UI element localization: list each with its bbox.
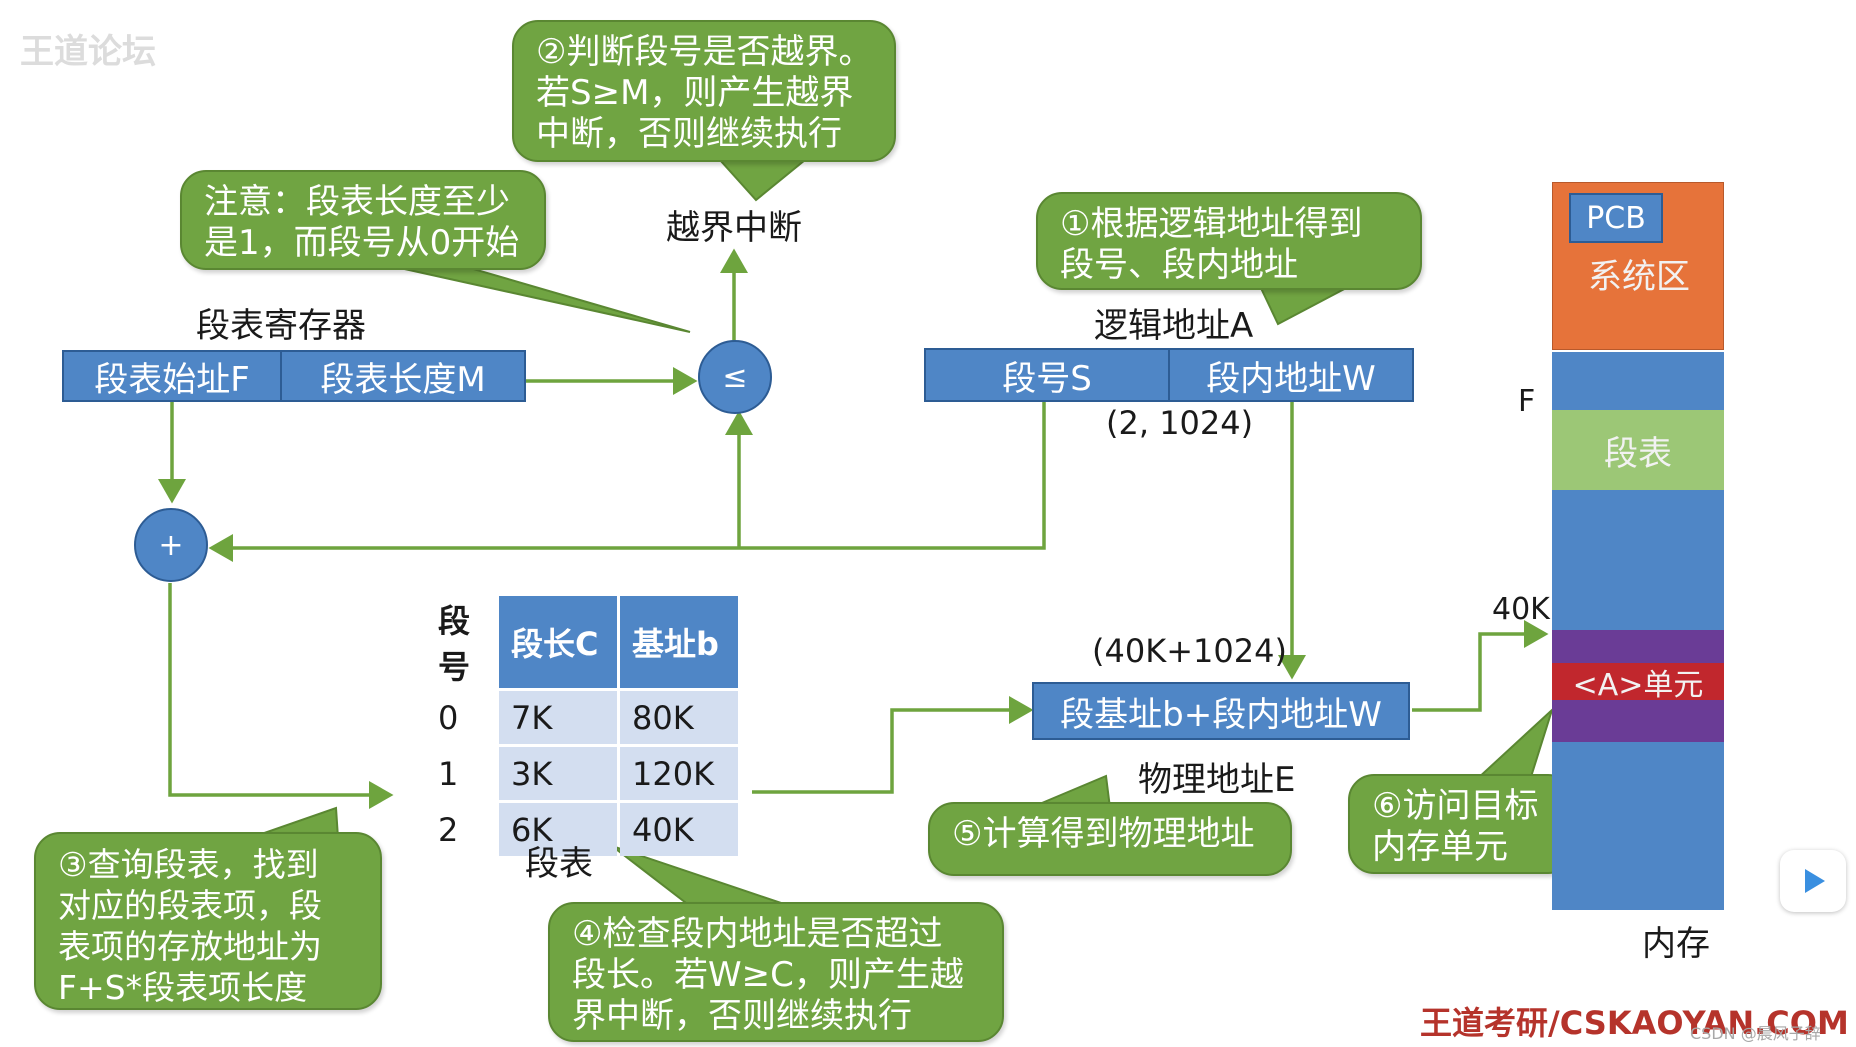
arrow-table-to-physical: [752, 696, 1034, 794]
adder-node: +: [134, 508, 208, 582]
physical-address-title: 物理地址E: [1138, 760, 1296, 800]
segment-offset-field: 段内地址W: [1168, 348, 1414, 402]
overflow-interrupt-label: 越界中断: [666, 208, 802, 248]
segment-table-start-field: 段表始址F: [62, 350, 282, 402]
memory-40k-marker: 40K: [1492, 592, 1550, 627]
memory-f-marker: F: [1518, 384, 1536, 419]
arrow-segno-to-adder: [208, 402, 1046, 562]
segment-length-cell: 7K: [499, 691, 617, 744]
segment-table-length-field: 段表长度M: [280, 350, 526, 402]
memory-block: [1552, 352, 1724, 410]
memory-segment-2: [1552, 630, 1724, 663]
segment-length-cell: 6K: [499, 803, 617, 856]
segment-base-cell: 120K: [620, 747, 738, 800]
play-icon: [1805, 869, 1825, 893]
logical-address-title: 逻辑地址A: [1094, 306, 1254, 346]
logical-address-value: (2, 1024): [1106, 404, 1254, 442]
callout-step1: ①根据逻辑地址得到 段号、段内地址: [1036, 192, 1422, 290]
segment-table-header-row: 段号 段长C 基址b: [412, 596, 738, 688]
callout-step5: ⑤计算得到物理地址: [928, 802, 1292, 876]
callout-step3: ③查询段表，找到 对应的段表项，段 表项的存放地址为 F+S*段表项长度: [34, 832, 382, 1010]
brand-logo: 王道考研/CSKAOYAN.COM: [1420, 1004, 1849, 1042]
callout-step4: ④检查段内地址是否超过 段长。若W≥C，则产生越 界中断，否则继续执行: [548, 902, 1004, 1042]
callout-note: 注意：段表长度至少 是1，而段号从0开始: [180, 170, 546, 270]
segment-base-header: 基址b: [620, 596, 738, 688]
segment-table: 段号 段长C 基址b 0 7K 80K 1 3K 120K 2 6K 40K: [409, 593, 741, 859]
memory-segment-2: [1552, 700, 1724, 742]
arrow-physical-to-memory: [1412, 620, 1549, 712]
system-area-label: 系统区: [1588, 256, 1690, 297]
table-row: 0 7K 80K: [412, 691, 738, 744]
callout-step6: ⑥访问目标 内存单元: [1348, 774, 1574, 874]
memory-caption: 内存: [1642, 924, 1710, 964]
pcb-block: PCB: [1569, 193, 1663, 243]
csdn-watermark: CSDN @晨风子辞: [1690, 1024, 1821, 1043]
segment-number-cell: 0: [438, 698, 459, 737]
comparator-node: ≤: [698, 340, 772, 414]
memory-target-unit: <A>单元: [1552, 663, 1724, 703]
segment-length-header: 段长C: [499, 596, 617, 688]
tail-note: [399, 267, 691, 333]
segment-number-cell: 2: [438, 810, 459, 849]
segment-register-title: 段表寄存器: [196, 306, 366, 346]
callout-step2: ②判断段号是否越界。 若S≥M，则产生越界 中断，否则继续执行: [512, 20, 896, 162]
memory-segment-table: 段表: [1552, 410, 1724, 490]
physical-address-value: (40K+1024): [1092, 632, 1287, 670]
tail-step2: [717, 159, 808, 202]
table-row: 2 6K 40K: [412, 803, 738, 856]
memory-block: [1552, 490, 1724, 630]
tail-step1: [1258, 285, 1351, 326]
arrow-adder-to-table: [168, 583, 394, 809]
segment-number-header: 段号: [437, 602, 470, 686]
segment-number-field: 段号S: [924, 348, 1170, 402]
segment-number-cell: 1: [438, 754, 459, 793]
segment-base-cell: 80K: [620, 691, 738, 744]
memory-system-area: PCB 系统区: [1552, 182, 1724, 350]
table-row: 1 3K 120K: [412, 747, 738, 800]
segment-base-cell: 40K: [620, 803, 738, 856]
memory-block: [1552, 742, 1724, 910]
tail-step6: [1473, 706, 1555, 781]
video-play-icon[interactable]: [1780, 850, 1846, 912]
segment-table-caption: 段表: [525, 844, 593, 884]
watermark: 王道论坛: [20, 32, 156, 72]
segment-length-cell: 3K: [499, 747, 617, 800]
physical-address-formula: 段基址b+段内地址W: [1032, 682, 1410, 740]
